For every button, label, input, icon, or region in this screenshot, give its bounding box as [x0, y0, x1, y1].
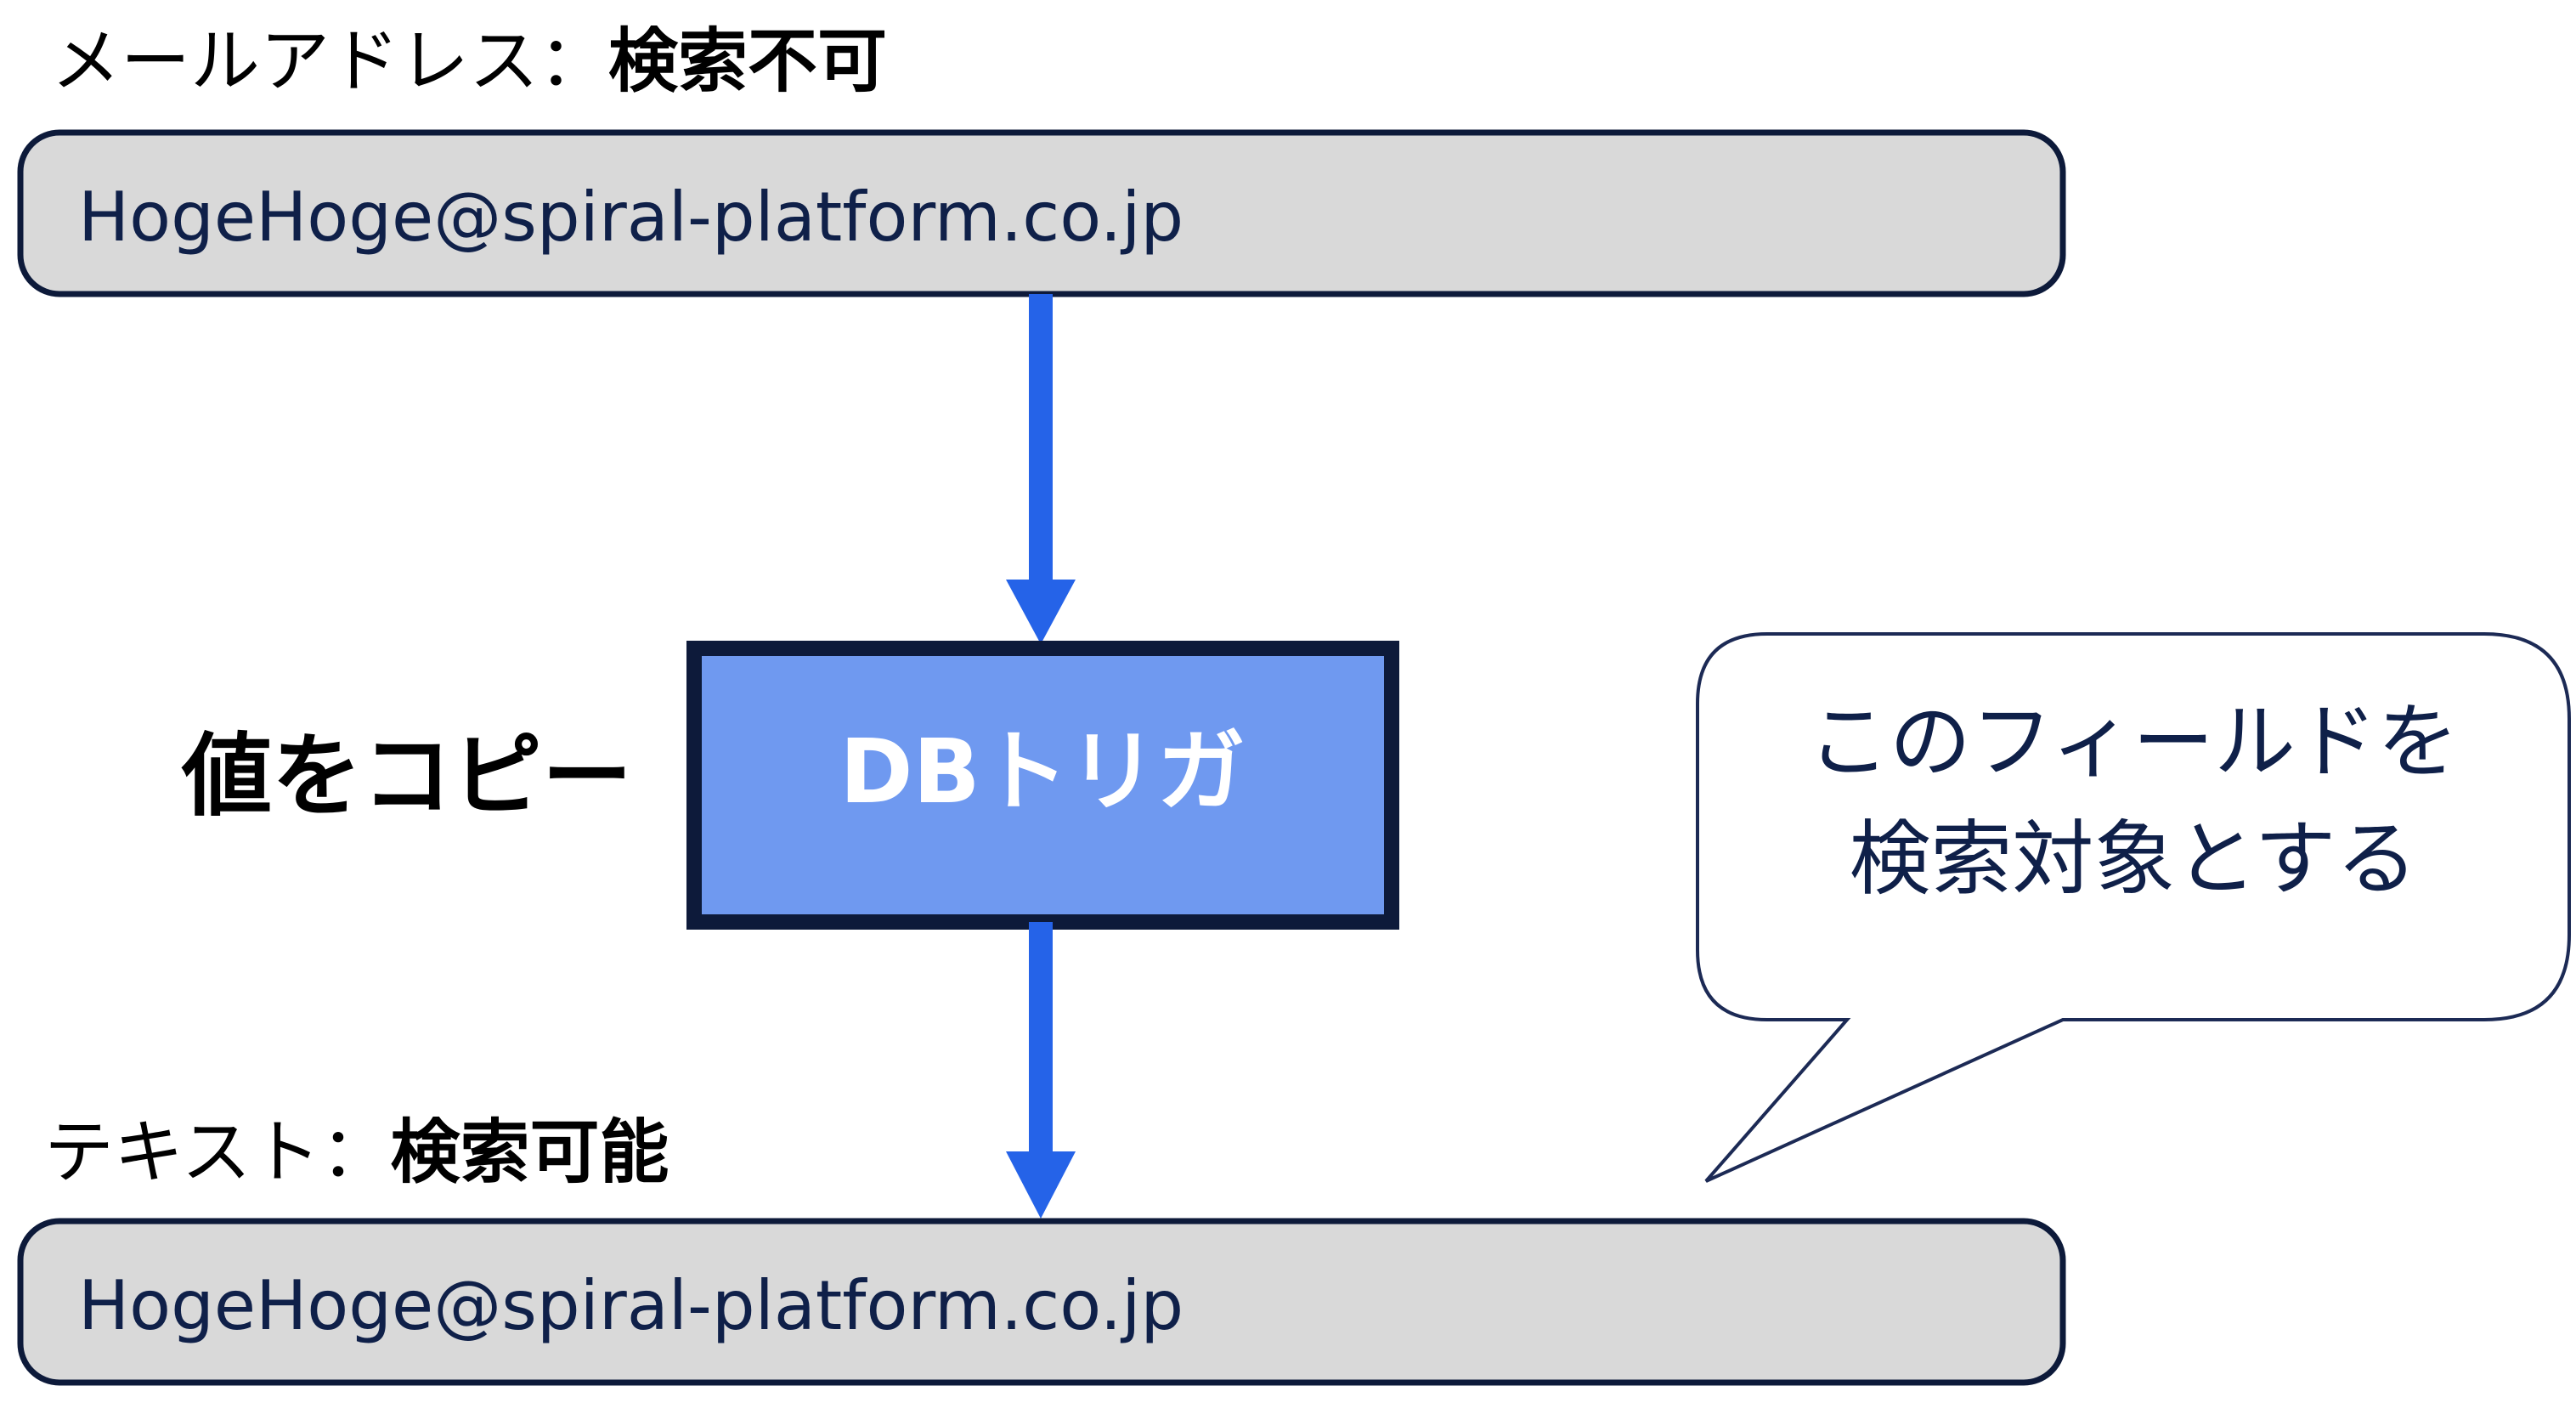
arrow-head-bottom: [1006, 1151, 1076, 1219]
callout-bubble: このフィールドを 検索対象とする: [1696, 632, 2571, 1183]
db-trigger: DBトリガ: [686, 641, 1399, 930]
source-field-label: メールアドレス：検索不可: [51, 21, 887, 102]
arrow-shaft-top: [1029, 294, 1053, 581]
target-field-status: 検索可能: [391, 1112, 669, 1193]
target-field-label-name: テキスト：: [44, 1112, 391, 1193]
target-field-value: HogeHoge@spiral-platform.co.jp: [78, 1266, 1183, 1345]
source-field-value: HogeHoge@spiral-platform.co.jp: [78, 178, 1183, 257]
target-field: HogeHoge@spiral-platform.co.jp: [17, 1218, 2066, 1386]
arrow-source-to-trigger: [1006, 294, 1076, 644]
db-trigger-box: [686, 641, 1399, 930]
callout-bubble-shape: [1696, 632, 2571, 1183]
source-field: HogeHoge@spiral-platform.co.jp: [17, 129, 2066, 297]
target-field-box: [17, 1218, 2066, 1386]
source-field-status: 検索不可: [608, 21, 887, 102]
arrow-shaft-bottom: [1029, 922, 1053, 1153]
callout-line-2: 検索対象とする: [1849, 812, 2417, 907]
callout-line-1: このフィールドを: [1808, 694, 2459, 789]
target-field-label: テキスト：検索可能: [44, 1112, 669, 1193]
db-trigger-label: DBトリガ: [839, 720, 1246, 823]
arrow-head-top: [1006, 580, 1076, 644]
arrow-trigger-to-target: [1006, 922, 1076, 1219]
copy-action-label: 値をコピー: [181, 724, 632, 829]
source-field-label-name: メールアドレス：: [51, 21, 608, 102]
